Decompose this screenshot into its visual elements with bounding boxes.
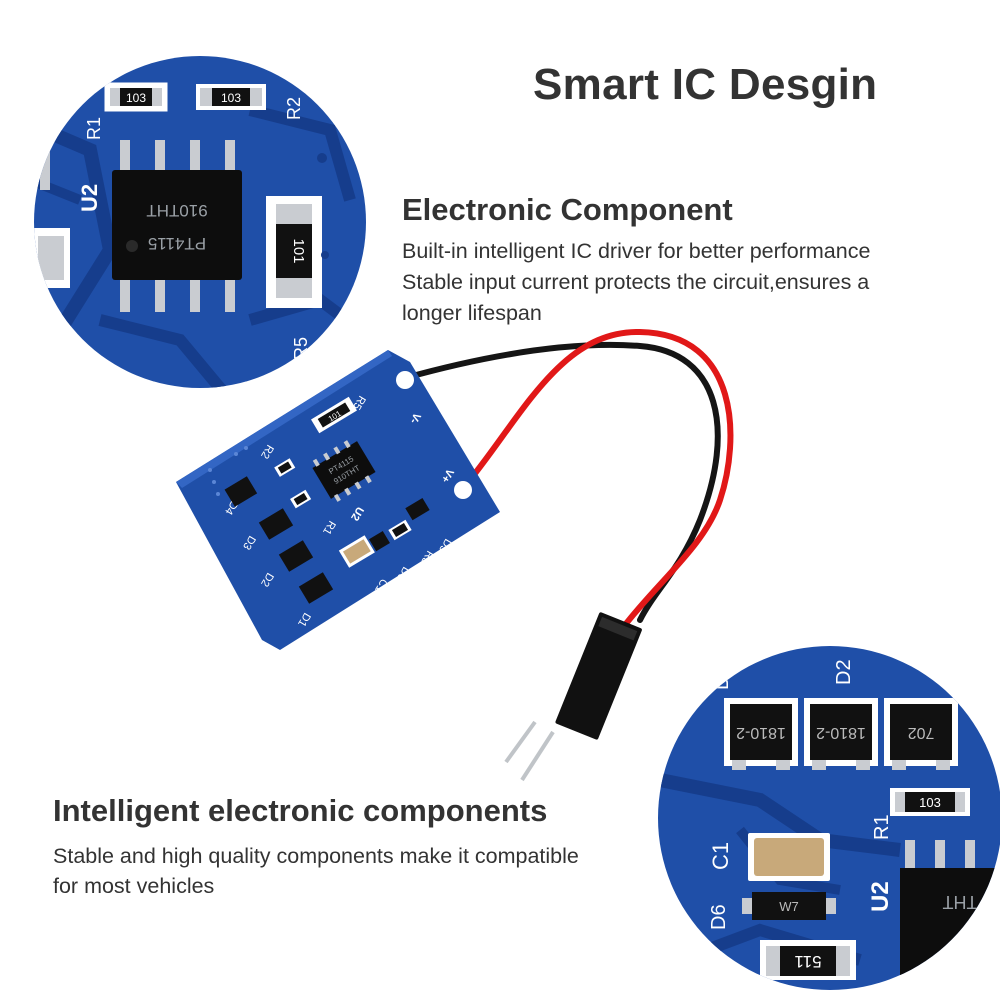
zoom-bottom-r1-label: R1 — [871, 814, 893, 840]
board-diode-d4 — [224, 476, 258, 507]
zoom-bottom-circle: D2 D 1810-2 1810-2 7 — [658, 646, 1000, 990]
smd-diode-w7 — [752, 892, 826, 920]
board-diode-d3 — [258, 508, 294, 540]
zoom-bottom-res2-label: 511 — [794, 952, 821, 971]
zoom-bottom-diode3-label: 702 — [908, 724, 935, 741]
pcb-board: R5 V- V+ R2 R1 U2 D4 D3 D2 D1 D5 R3 D6 C… — [176, 350, 500, 650]
zoom-bottom-u2-label: U2 — [867, 881, 894, 912]
zoom-top-res3-label: 101 — [290, 238, 307, 263]
smd-diode: 702 — [884, 698, 958, 770]
zoom-top-circle: 103 103 R1 R2 U2 R5 — [34, 56, 366, 388]
board-diode-d1 — [298, 572, 334, 604]
zoom-bottom-res1-label: 103 — [919, 795, 941, 810]
zoom-top-r2-label: R2 — [284, 97, 304, 120]
ic-chip — [900, 868, 1000, 978]
zoom-top-r5-label: R5 — [291, 337, 311, 360]
dupont-connector — [555, 612, 642, 740]
zoom-top-u2-label: U2 — [77, 184, 102, 212]
electronic-component-description: Built-in intelligent IC driver for bette… — [402, 236, 962, 329]
zoom-top-chip-line1: PT4115 — [148, 234, 206, 253]
zoom-bottom-diode2-label: 1810-2 — [816, 724, 866, 741]
solder-pad-vminus — [396, 371, 414, 389]
zoom-bottom-chip-label: THT — [943, 892, 978, 912]
intelligent-components-description: Stable and high quality components make … — [53, 841, 673, 901]
board-capacitor — [342, 539, 371, 564]
electronic-component-heading: Electronic Component — [402, 192, 733, 227]
capacitor — [754, 838, 824, 876]
zoom-bottom-w7-label: W7 — [779, 899, 799, 914]
board-diode-d5 — [405, 497, 430, 521]
zoom-bottom-d6-label: D6 — [708, 904, 730, 930]
description-line: Built-in intelligent IC driver for bette… — [402, 239, 871, 263]
solder-pad-vplus — [454, 481, 472, 499]
board-diode-d6 — [369, 531, 390, 552]
zoom-top-res1-label: 103 — [126, 91, 146, 105]
smd-diode: 1810-2 — [724, 698, 798, 770]
zoom-bottom-d-label: D — [711, 676, 733, 690]
description-line: for most vehicles — [53, 874, 215, 898]
board-ic-chip — [312, 441, 376, 499]
zoom-bottom-diode1-label: 1810-2 — [736, 724, 786, 741]
zoom-top-r1-label: R1 — [84, 117, 104, 140]
description-line: Stable and high quality components make … — [53, 844, 579, 868]
wire-harness — [402, 328, 734, 782]
smd-diode: 1810-2 — [804, 698, 878, 770]
board-diode-d2 — [278, 540, 314, 572]
intelligent-components-heading: Intelligent electronic components — [53, 793, 548, 828]
page-title: Smart IC Desgin — [533, 60, 878, 109]
zoom-top-chip-line2: 910THT — [146, 201, 207, 220]
zoom-bottom-d2-label: D2 — [833, 659, 855, 685]
ic-chip — [112, 170, 242, 280]
zoom-bottom-c1-label: C1 — [708, 842, 733, 870]
zoom-top-res2-label: 103 — [221, 91, 241, 105]
description-line: longer lifespan — [402, 301, 542, 325]
description-line: Stable input current protects the circui… — [402, 270, 870, 294]
